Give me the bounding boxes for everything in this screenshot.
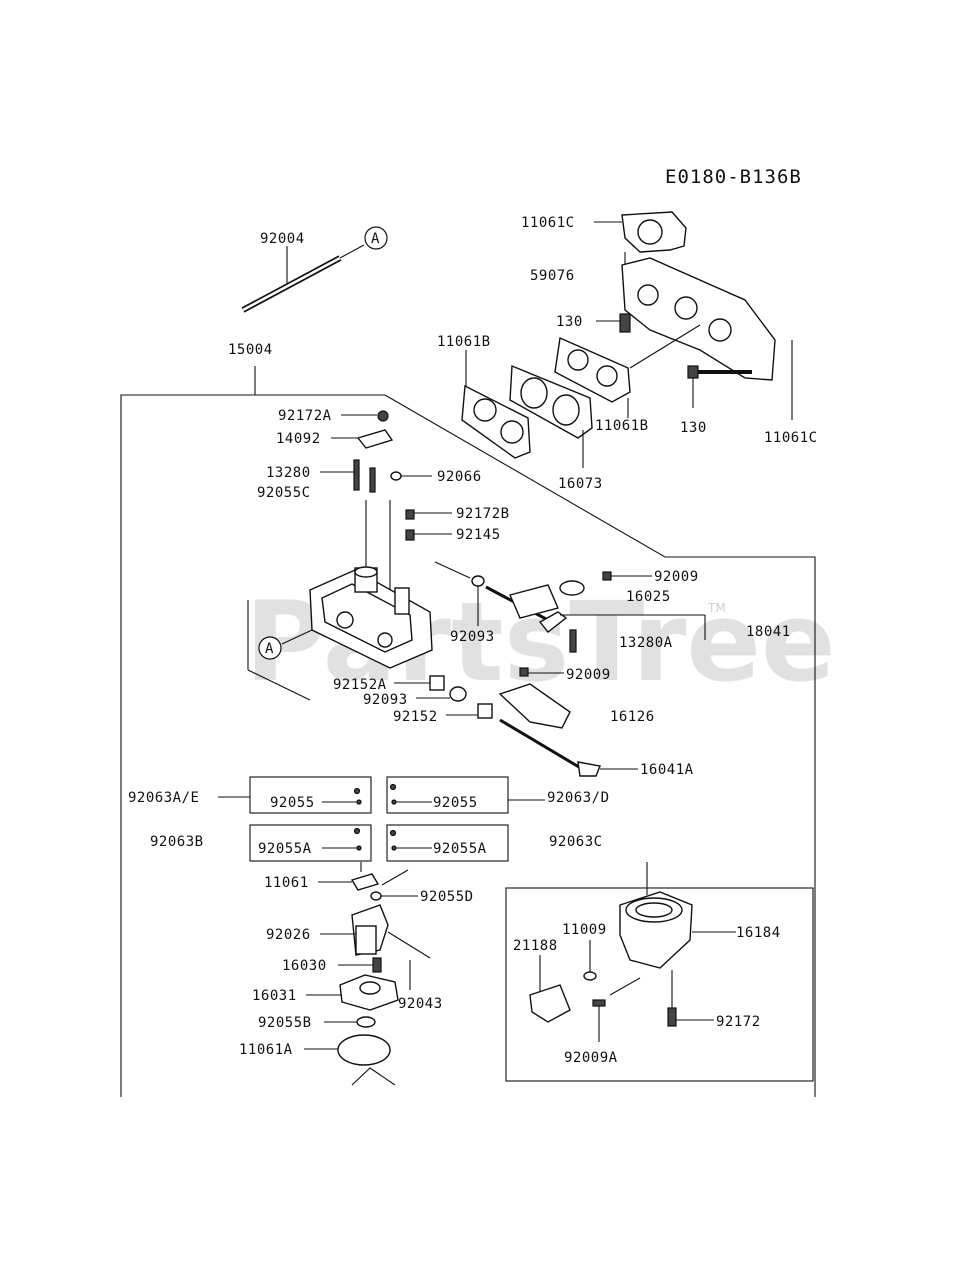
label-11061b-left: 11061B (437, 334, 491, 350)
label-11061: 11061 (264, 875, 309, 891)
callout-a-top-text: A (371, 231, 380, 247)
callout-a-top (364, 226, 388, 250)
label-16030: 16030 (282, 958, 327, 974)
label-59076: 59076 (530, 268, 575, 284)
label-92093-a: 92093 (450, 629, 495, 645)
callout-a-bottom (258, 636, 282, 660)
watermark-trademark: TM (707, 601, 726, 615)
label-13280a: 13280A (619, 635, 673, 651)
label-92063d: 92063/D (547, 790, 610, 806)
label-92055-left: 92055 (270, 795, 315, 811)
label-92152: 92152 (393, 709, 438, 725)
jet-box-top-right (386, 776, 509, 814)
label-92172: 92172 (716, 1014, 761, 1030)
label-92055a-left: 92055A (258, 841, 312, 857)
label-92055d: 92055D (420, 889, 474, 905)
label-92145: 92145 (456, 527, 501, 543)
label-92093-b: 92093 (363, 692, 408, 708)
label-11061a: 11061A (239, 1042, 293, 1058)
label-92063ae: 92063A/E (128, 790, 199, 806)
callout-a-bottom-text: A (265, 641, 274, 657)
label-15004: 15004 (228, 342, 273, 358)
jet-boxes (218, 776, 545, 872)
intake-manifold-group (461, 211, 793, 468)
choke-shaft-group (434, 561, 706, 677)
label-16025: 16025 (626, 589, 671, 605)
label-92004: 92004 (260, 231, 305, 247)
part-labels: 92004 15004 11061C 59076 130 11061B 130 … (128, 215, 818, 1066)
label-92026: 92026 (266, 927, 311, 943)
label-92055-right: 92055 (433, 795, 478, 811)
label-92172a: 92172A (278, 408, 332, 424)
label-21188: 21188 (513, 938, 558, 954)
label-92043: 92043 (398, 996, 443, 1012)
label-11061b-mid: 11061B (595, 418, 649, 434)
cover-group (505, 862, 814, 1082)
label-92063b: 92063B (150, 834, 204, 850)
label-11061c-top: 11061C (521, 215, 575, 231)
label-13280: 13280 (266, 465, 311, 481)
label-16184: 16184 (736, 925, 781, 941)
jet-box-top-left (249, 776, 372, 814)
label-11009: 11009 (562, 922, 607, 938)
label-11061c-right: 11061C (764, 430, 818, 446)
label-92066: 92066 (437, 469, 482, 485)
top-small-parts (320, 410, 452, 590)
label-18041: 18041 (746, 624, 791, 640)
label-16031: 16031 (252, 988, 297, 1004)
label-92172b: 92172B (456, 506, 510, 522)
label-92063c: 92063C (549, 834, 603, 850)
label-92009-b: 92009 (566, 667, 611, 683)
float-bowl-group (304, 869, 431, 1086)
label-130-right: 130 (680, 420, 707, 436)
jet-box-bottom-left (249, 824, 372, 862)
label-16073: 16073 (558, 476, 603, 492)
jet-box-bottom-right (386, 824, 509, 862)
label-92009a: 92009A (564, 1050, 618, 1066)
label-92152a: 92152A (333, 677, 387, 693)
carburetor-body: A (247, 566, 433, 701)
label-14092: 14092 (276, 431, 321, 447)
stud-92004: A (241, 226, 388, 313)
label-92055b: 92055B (258, 1015, 312, 1031)
diagram-code: E0180-B136B (665, 166, 802, 188)
label-92055c: 92055C (257, 485, 311, 501)
label-16041a: 16041A (640, 762, 694, 778)
assembly-frame (120, 366, 816, 1097)
throttle-shaft-group (394, 675, 638, 777)
label-16126: 16126 (610, 709, 655, 725)
label-92009-a: 92009 (654, 569, 699, 585)
label-92055a-right: 92055A (433, 841, 487, 857)
label-130-top: 130 (556, 314, 583, 330)
